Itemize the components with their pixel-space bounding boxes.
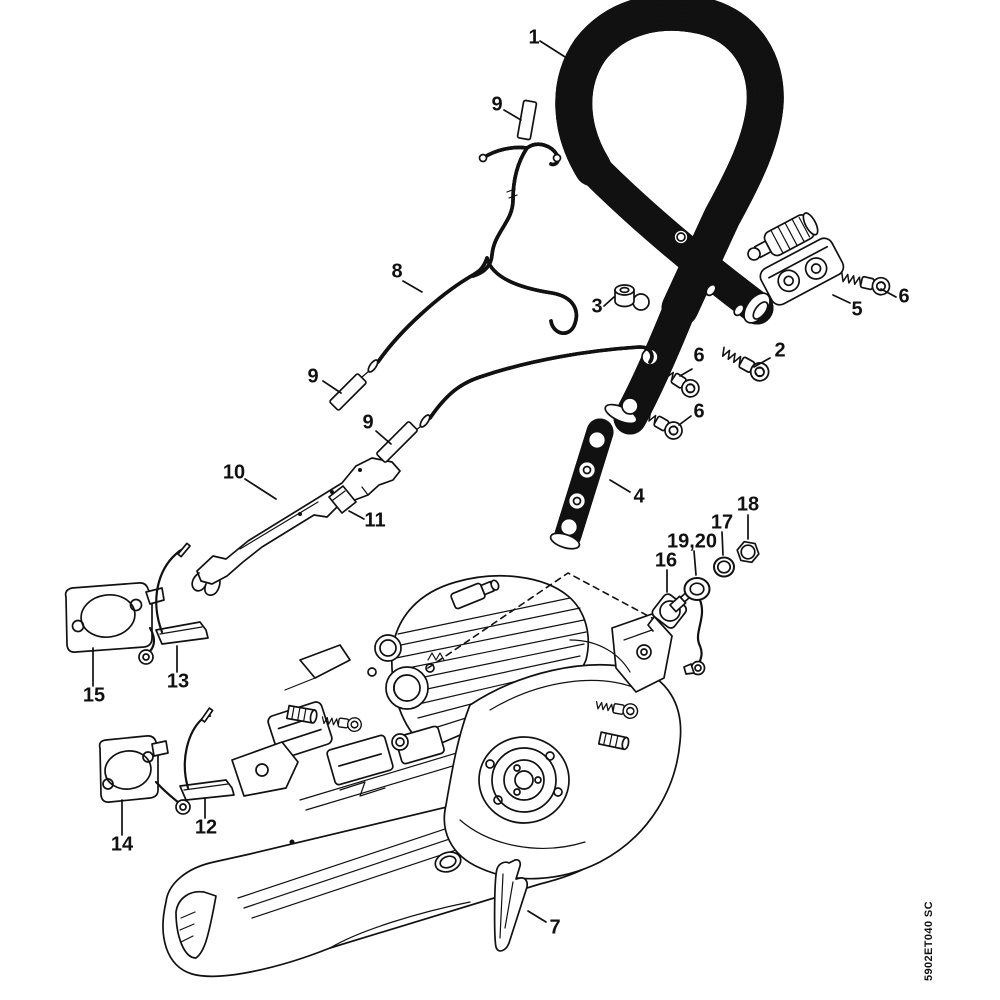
handlebar-clamp-4 — [549, 418, 614, 550]
screw-6-bracket — [838, 267, 892, 298]
leader-line-6 — [678, 415, 692, 426]
leader-line-7 — [527, 910, 547, 923]
engine-flywheel-ignition — [284, 634, 435, 710]
screw-2 — [716, 342, 773, 385]
grommet-3 — [614, 284, 635, 308]
handlebar-lower-run — [576, 151, 774, 325]
carburetor-gasket-14 — [98, 735, 191, 815]
wire-sleeves-9 — [329, 99, 538, 463]
leader-line-17 — [721, 531, 724, 556]
leader-line-5 — [832, 294, 851, 304]
leader-line-9 — [503, 109, 522, 121]
insert-plate-11 — [328, 485, 357, 514]
leader-line-11 — [348, 510, 365, 520]
handlebar — [561, 0, 778, 435]
leader-line-10 — [244, 478, 277, 500]
leader-lines — [92, 40, 897, 923]
engine-carburetor-area — [231, 701, 587, 811]
leader-line-6 — [679, 368, 693, 377]
ring-17 — [713, 556, 735, 578]
chain-catcher-7 — [493, 858, 529, 952]
nut-18 — [736, 540, 760, 564]
leader-line-1 — [539, 40, 574, 63]
carburetor-gasket-15 — [64, 582, 165, 665]
leader-line-19,20 — [693, 550, 697, 576]
contact-spring-13 — [155, 542, 209, 645]
contact-spring-12 — [179, 707, 235, 801]
handlebar-loop — [561, 0, 778, 327]
drawing-code: 5902ET040 SC — [923, 900, 935, 982]
handlebar-bracket-5 — [747, 212, 845, 306]
leader-line-3 — [603, 296, 615, 307]
ring-19-20 — [683, 577, 711, 676]
wire-harness-8 — [361, 142, 654, 433]
leader-line-6 — [880, 288, 897, 298]
handlebar-mount-tube — [604, 291, 697, 435]
leader-line-9 — [375, 430, 392, 445]
leader-line-4 — [609, 479, 631, 493]
grip-ribs — [561, 0, 778, 314]
alignment-dashed-line — [427, 572, 653, 669]
leader-line-2 — [753, 357, 771, 368]
engine-clutch-cover — [443, 613, 682, 880]
handguard-bracket-10 — [191, 457, 401, 596]
leader-line-8 — [402, 280, 423, 293]
leader-line-9 — [322, 380, 342, 394]
